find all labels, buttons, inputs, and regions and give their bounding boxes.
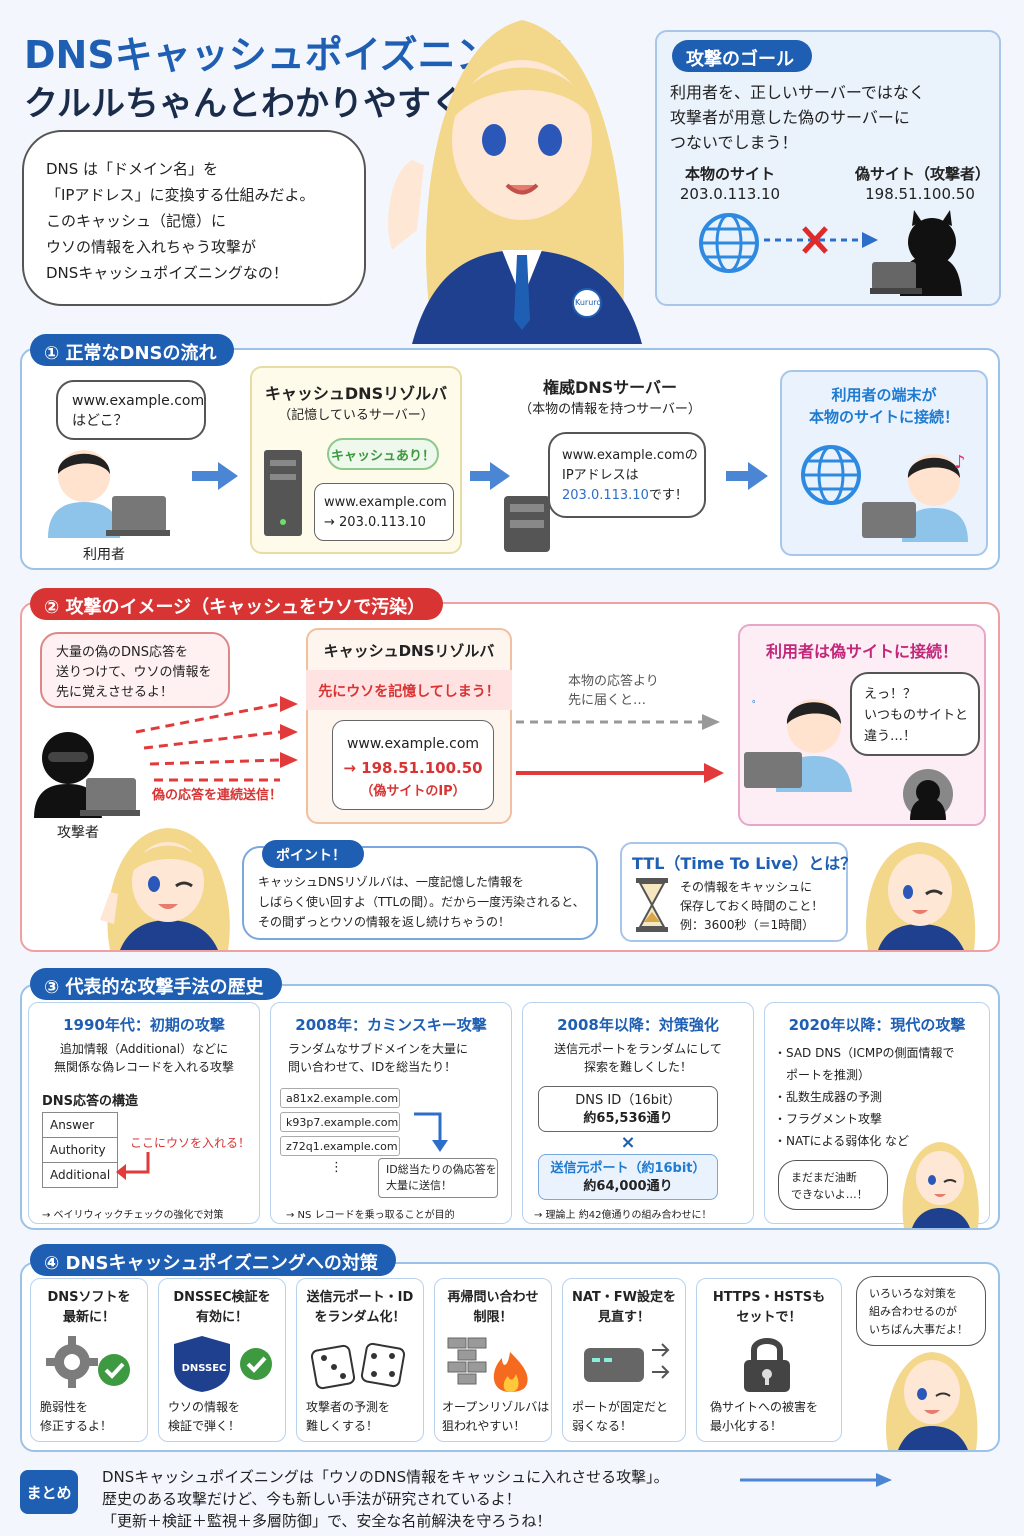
kururu-character-main [388, 20, 642, 344]
svg-text:♪: ♪ [954, 452, 966, 473]
late-response-note: 本物の応答より先に届くと… [568, 674, 659, 708]
flow-arrow-2 [490, 462, 510, 490]
fake-response-arrows [135, 696, 298, 782]
kururu-character-final [885, 1352, 978, 1450]
result-text: 利用者の端末が本物のサイトに接続！ [808, 386, 959, 426]
ttl-text: その情報をキャッシュに保存しておく時間のこと！例：3600秒（＝1時間） [680, 880, 824, 932]
dnssec-shield-icon [174, 1336, 272, 1392]
summary-tag [20, 1470, 78, 1514]
cache-entry [314, 483, 454, 541]
name-badge: Kururo [575, 298, 602, 307]
summary-arrow [740, 1473, 892, 1487]
intro-bubble: DNS は「ドメイン名」を「IPアドレス」に変換する仕組みだよ。このキャッシュ（… [22, 130, 366, 306]
kururu-character-peace [866, 842, 976, 950]
poisoned-entry [332, 720, 494, 810]
modern-bubble: まだまだ油断できないよ…！ [778, 1160, 888, 1210]
history-modern-title: 2020年以降：現代の攻撃 [788, 1016, 966, 1034]
flood-label: 偽の応答を連続送信！ [152, 788, 283, 803]
cache-hit-badge [327, 438, 439, 470]
history-1990s-title: 1990年代：初期の攻撃 [63, 1016, 225, 1034]
point-text: キャッシュDNSリゾルバは、一度記憶した情報をしばらく使い回すよ（TTLの間）。… [258, 875, 585, 929]
poisoned-resolver-title: キャッシュDNSリゾルバ [323, 642, 495, 660]
user-icon [48, 450, 170, 538]
user-label: 利用者 [83, 547, 125, 563]
victim-bubble: えっ！？いつものサイトと違う…！ [850, 672, 980, 756]
victim-title: 利用者は偽サイトに接続！ [765, 642, 958, 661]
happy-user-icon: ♪ [862, 452, 968, 542]
attacker-label: 攻撃者 [57, 825, 99, 841]
late-response-arrow [516, 714, 720, 730]
lock-icon [744, 1338, 790, 1392]
section4-tag: ④ DNSキャッシュポイズニングへの対策 [30, 1244, 396, 1276]
auth-subtitle: （本物の情報を持つサーバー） [519, 402, 701, 417]
fake-site-ip: 198.51.100.50 [865, 185, 975, 203]
svg-text:ﾟ: ﾟ [752, 700, 759, 716]
resolver-title: キャッシュDNSリゾルバ [264, 384, 448, 403]
auth-server-icon [504, 496, 550, 552]
real-site-label: 本物のサイト [684, 165, 775, 183]
globe-icon [801, 445, 861, 505]
surprised-user-icon: ﾟ [744, 699, 852, 792]
dnssec-logo: DNSSEC [181, 1363, 227, 1374]
router-icon [584, 1343, 670, 1382]
blocked-arrow [764, 226, 878, 254]
poison-warning: 先にウソを記憶してしまう！ [318, 684, 500, 700]
real-site-ip: 203.0.113.10 [679, 185, 781, 203]
source-port-box [538, 1154, 718, 1200]
fake-site-label: 偽サイト（攻撃者） [855, 165, 991, 183]
ttl-title: TTL（Time To Live）とは？ [632, 854, 857, 873]
kururu-character-wink [100, 828, 230, 950]
dns-id-box [538, 1086, 718, 1132]
gear-check-icon [46, 1336, 130, 1388]
kururu-character-small [902, 1142, 979, 1228]
attacker-bubble: 大量の偽のDNS応答を送りつけて、ウソの情報を先に覚えさせるよ！ [40, 632, 230, 708]
inject-arrow [116, 1152, 150, 1180]
inject-note: ここにウソを入れる！ [130, 1136, 251, 1150]
measures-bubble: いろいろな対策を組み合わせるのがいちばん大事だよ！ [856, 1276, 986, 1346]
auth-title: 権威DNSサーバー [542, 378, 678, 397]
history-kaminsky-title: 2008年：カミンスキー攻撃 [295, 1016, 487, 1034]
section1-tag: ① 正常なDNSの流れ [30, 334, 235, 366]
hourglass-icon [636, 878, 668, 932]
globe-icon [699, 213, 759, 273]
measure-card-recursion [434, 1278, 552, 1442]
point-tag: ポイント！ [262, 840, 364, 868]
resolver-subtitle: （記憶しているサーバー） [278, 408, 434, 423]
summary-text: DNSキャッシュポイズニングは「ウソのDNS情報をキャッシュに入れさせる攻撃」。… [102, 1468, 669, 1530]
section3-tag: ③ 代表的な攻撃手法の歴史 [30, 968, 282, 1000]
goal-tag: 攻撃のゴール [672, 40, 812, 72]
hacker-icon [903, 769, 953, 820]
hacker-icon [870, 210, 962, 296]
flow-down-arrow [414, 1112, 448, 1152]
section2-tag: ② 攻撃のイメージ（キャッシュをウソで汚染） [30, 588, 444, 620]
spoof-note [378, 1158, 498, 1198]
dice-icon [310, 1342, 406, 1390]
server-icon [264, 450, 302, 536]
poison-arrow [516, 763, 724, 783]
flow-arrow-3 [748, 462, 768, 490]
flow-arrow-1 [218, 462, 238, 490]
history-mitigation-title: 2008年以降：対策強化 [557, 1016, 719, 1034]
attacker-icon [34, 732, 140, 818]
goal-text: 利用者を、正しいサーバーではなく攻撃者が用意した偽のサーバーにつないでしまう！ [670, 83, 925, 152]
firewall-fire-icon [447, 1337, 528, 1392]
dns-response-structure [42, 1112, 118, 1188]
